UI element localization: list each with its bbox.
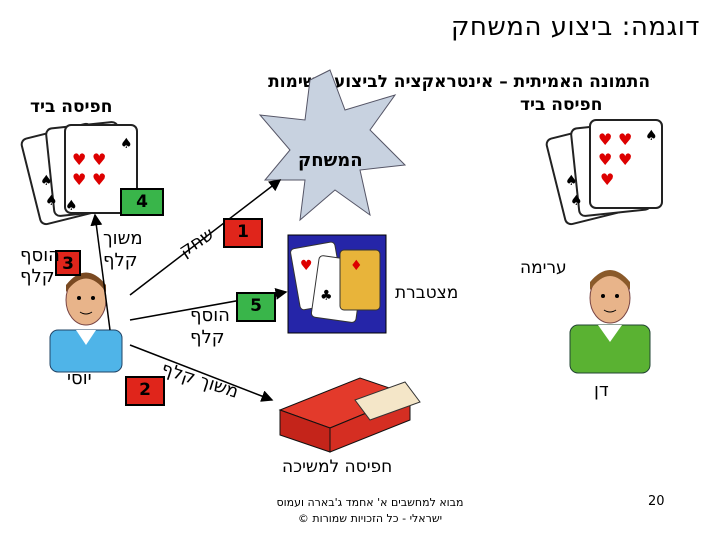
badge-3: 3: [55, 250, 81, 276]
pile-label: מצטברת: [395, 283, 459, 303]
dan-person-illustration: [569, 270, 651, 374]
add-card-label-2: קלף: [190, 327, 225, 348]
hand-label-left: חפיסה ביד: [30, 97, 113, 117]
yossi-name: יוסי: [67, 368, 92, 389]
svg-text:♥: ♥: [92, 170, 106, 189]
add-card-label-1: הוסף: [190, 305, 230, 326]
svg-text:♥: ♥: [300, 258, 313, 274]
add-card-label-left-1: הוסף: [20, 245, 60, 266]
game-burst-shape: [258, 69, 407, 222]
svg-text:♥: ♥: [92, 150, 106, 169]
svg-text:♠: ♠: [565, 173, 578, 189]
svg-text:♠: ♠: [40, 173, 53, 189]
arrow-yossi-to-left-hand: [90, 213, 111, 331]
svg-text:♥: ♥: [598, 130, 612, 149]
svg-text:♥: ♥: [618, 130, 632, 149]
draw-card-label-left-2: קלף: [103, 250, 138, 271]
badge-5: 5: [236, 292, 276, 322]
footer: מבוא למחשבים א' אחמד ג'בארה ועמוס ישראלי…: [220, 495, 520, 527]
badge-2: 2: [125, 376, 165, 406]
page-number: 20: [648, 494, 665, 509]
svg-text:♠: ♠: [645, 128, 658, 144]
badge-1: 1: [223, 218, 263, 248]
hand-label-right: חפיסה ביד: [520, 95, 603, 115]
draw-card-label-left-1: משוך: [103, 228, 143, 249]
arrow-yossi-to-deck: [129, 344, 274, 402]
game-label: המשחק: [298, 150, 363, 171]
svg-text:♥: ♥: [600, 170, 614, 189]
svg-text:♠: ♠: [65, 198, 78, 214]
yossi-person-illustration: [49, 272, 123, 373]
footer-line-2: ישראלי - כל הזכויות שמורות ©: [297, 512, 443, 525]
left-hand-cards-illustration: ♥ ♥ ♥ ♥ ♠ ♠ ♠ ♠: [20, 121, 138, 226]
svg-text:♥: ♥: [72, 170, 86, 189]
stack-label: ערימה: [520, 258, 567, 278]
svg-text:♠: ♠: [570, 193, 583, 209]
svg-text:♠: ♠: [120, 136, 133, 152]
svg-text:♣: ♣: [320, 288, 333, 304]
svg-text:♥: ♥: [598, 150, 612, 169]
svg-text:♥: ♥: [618, 150, 632, 169]
svg-text:♠: ♠: [45, 193, 58, 209]
svg-text:♥: ♥: [72, 150, 86, 169]
add-card-label-left-2: קלף: [20, 266, 55, 287]
right-hand-cards-illustration: ♥ ♥ ♥ ♥ ♥ ♠ ♠ ♠: [545, 119, 663, 226]
slide-title: דוגמה: ביצוע המשחק: [450, 12, 700, 42]
dan-name: דן: [594, 380, 609, 401]
draw-deck-illustration: [278, 377, 421, 453]
arrow-yossi-to-game: [129, 179, 282, 296]
draw-deck-label: חפיסה למשיכה: [282, 457, 393, 477]
footer-line-1: מבוא למחשבים א' אחמד ג'בארה ועמוס: [276, 496, 464, 509]
badge-4: 4: [120, 188, 164, 216]
svg-text:♦: ♦: [350, 258, 363, 274]
slide-subtitle: התמונה האמיתית – אינטראקציה לביצוע משימו…: [268, 72, 650, 92]
